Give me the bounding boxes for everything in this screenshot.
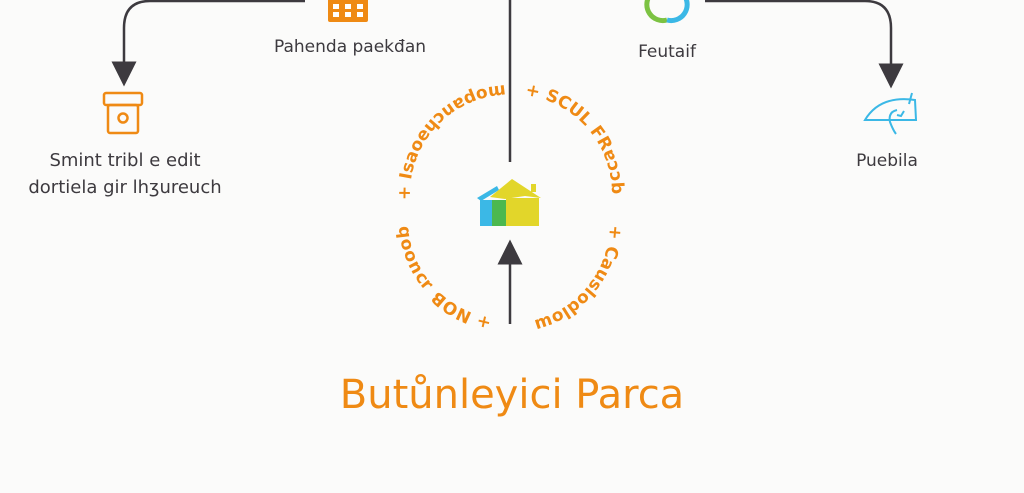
circle-text-top-left: + Isaoeɥɔuɐdoɯ [395, 79, 507, 200]
node-left-label-line2: dortiela gir lhʒureuch [28, 177, 222, 198]
svg-text:+ NOB ɹɔuoob: + NOB ɹɔuoob [393, 225, 493, 333]
circle-text-bottom-right: + Causlodloɯ [532, 224, 625, 334]
node-left-label-line1: Smint tribl e edit [49, 150, 201, 171]
diagram-title: Butůnleyici Parca [339, 372, 685, 418]
arrow-left [111, 0, 305, 87]
umbrella-icon [863, 92, 918, 135]
ring-icon [644, 0, 690, 24]
svg-text:+ Causlodloɯ: + Causlodloɯ [532, 224, 625, 334]
jar-icon [102, 91, 144, 135]
node-top-left-label: Pahenda paekđan [273, 37, 427, 57]
arrow-right [705, 0, 904, 89]
circle-text-top-right: + SCUL FRɐɔɔb [524, 80, 627, 195]
svg-text:+ SCUL FRɐɔɔb: + SCUL FRɐɔɔb [524, 80, 627, 195]
svg-text:+ Isaoeɥɔuɐdoɯ: + Isaoeɥɔuɐdoɯ [395, 79, 507, 200]
circle-text-bottom-left: + NOB ɹɔuoob [393, 225, 493, 333]
node-top-right-label: Feutaif [638, 42, 696, 62]
house-icon [477, 179, 541, 226]
node-right-label: Puebila [856, 151, 918, 171]
calendar-icon [328, 0, 368, 22]
node-left-label: Smint tribl e edit dortiela gir lhʒureuc… [0, 147, 250, 201]
